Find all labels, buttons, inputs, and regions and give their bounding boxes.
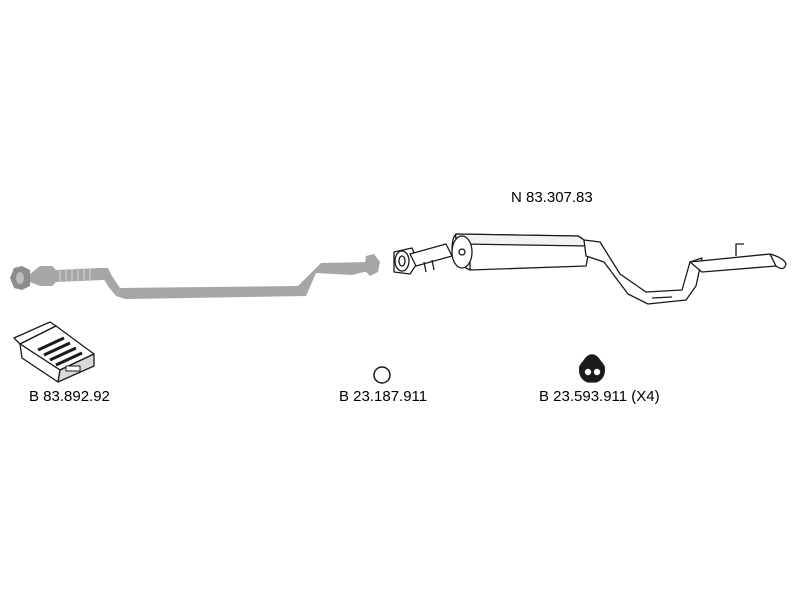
- rubber-hanger-hole-left: [584, 368, 592, 376]
- tail-pipe-outlet: [769, 253, 787, 270]
- front-pipe-bend: [103, 268, 120, 296]
- seal-ring-shape: [373, 366, 391, 384]
- inlet-pipe-bracket-2: [431, 259, 435, 271]
- inlet-pipe: [409, 243, 453, 267]
- rear-silencer-part-number: N 83.307.83: [511, 189, 593, 206]
- rubber-hanger-icon: [579, 354, 605, 383]
- tail-pipe-section-1: [583, 239, 703, 305]
- silencer-inlet-port: [458, 248, 466, 256]
- rubber-hanger-body: [579, 354, 605, 383]
- front-pipe-tube: [116, 262, 376, 299]
- silencer-top-face: [454, 233, 589, 247]
- tail-pipe-section-2: [689, 253, 777, 273]
- inlet-flange-plate: [393, 247, 419, 275]
- seal-ring-part-number: B 23.187.911: [339, 388, 428, 405]
- front-pipe-flange-hole: [16, 272, 24, 284]
- inlet-pipe-bracket: [423, 261, 427, 273]
- kit-box-label: [65, 365, 81, 372]
- kit-box-contents: [37, 336, 83, 367]
- front-pipe-flex-section: [30, 266, 108, 286]
- front-pipe-grey: [10, 254, 380, 299]
- tail-pipe-hanger-mount: [651, 296, 673, 299]
- front-pipe-flange-right: [364, 254, 380, 276]
- tail-pipe-hook: [735, 243, 744, 256]
- seal-ring-icon: [373, 366, 391, 384]
- rear-silencer-drawing: [393, 233, 787, 305]
- inlet-flange-bore: [398, 255, 406, 267]
- rubber-hanger-hole-right: [593, 368, 601, 376]
- front-pipe-flex-ribs: [59, 268, 91, 281]
- rubber-hanger-part-number: B 23.593.911 (X4): [539, 388, 660, 405]
- fitting-kit-box-icon: [13, 321, 95, 383]
- fitting-kit-part-number: B 83.892.92: [29, 388, 110, 405]
